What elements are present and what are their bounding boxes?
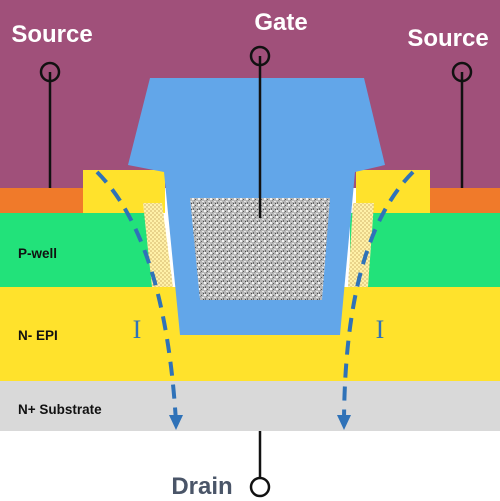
- source-right-label: Source: [407, 25, 488, 52]
- gate-polysilicon: [190, 198, 330, 300]
- channel-region-right: [348, 203, 374, 287]
- source-contact-left: [0, 188, 83, 213]
- n-plus-substrate-layer: [0, 381, 500, 431]
- source-left-terminal: [39, 61, 61, 83]
- gate-terminal: [249, 45, 271, 67]
- source-right-terminal: [451, 61, 473, 83]
- gate-label: Gate: [254, 9, 307, 36]
- current-arrowhead-right: [337, 415, 351, 430]
- channel-region-left: [143, 203, 173, 287]
- n-plus-source-right: [356, 170, 430, 213]
- current-symbol-right: I: [376, 315, 385, 344]
- n-epi-label: N- EPI: [18, 328, 58, 343]
- current-symbol-left: I: [133, 315, 142, 344]
- source-contact-right: [430, 188, 500, 213]
- source-left-label: Source: [11, 21, 92, 48]
- p-well-left: [0, 213, 152, 287]
- drain-terminal: [249, 476, 271, 498]
- drain-label: Drain: [171, 473, 232, 500]
- p-well-right: [350, 213, 500, 287]
- n-plus-substrate-label: N+ Substrate: [18, 402, 102, 417]
- current-arrowhead-left: [169, 415, 183, 430]
- current-path-right: [342, 170, 415, 423]
- p-well-label: P-well: [18, 246, 57, 261]
- current-path-left: [95, 170, 178, 423]
